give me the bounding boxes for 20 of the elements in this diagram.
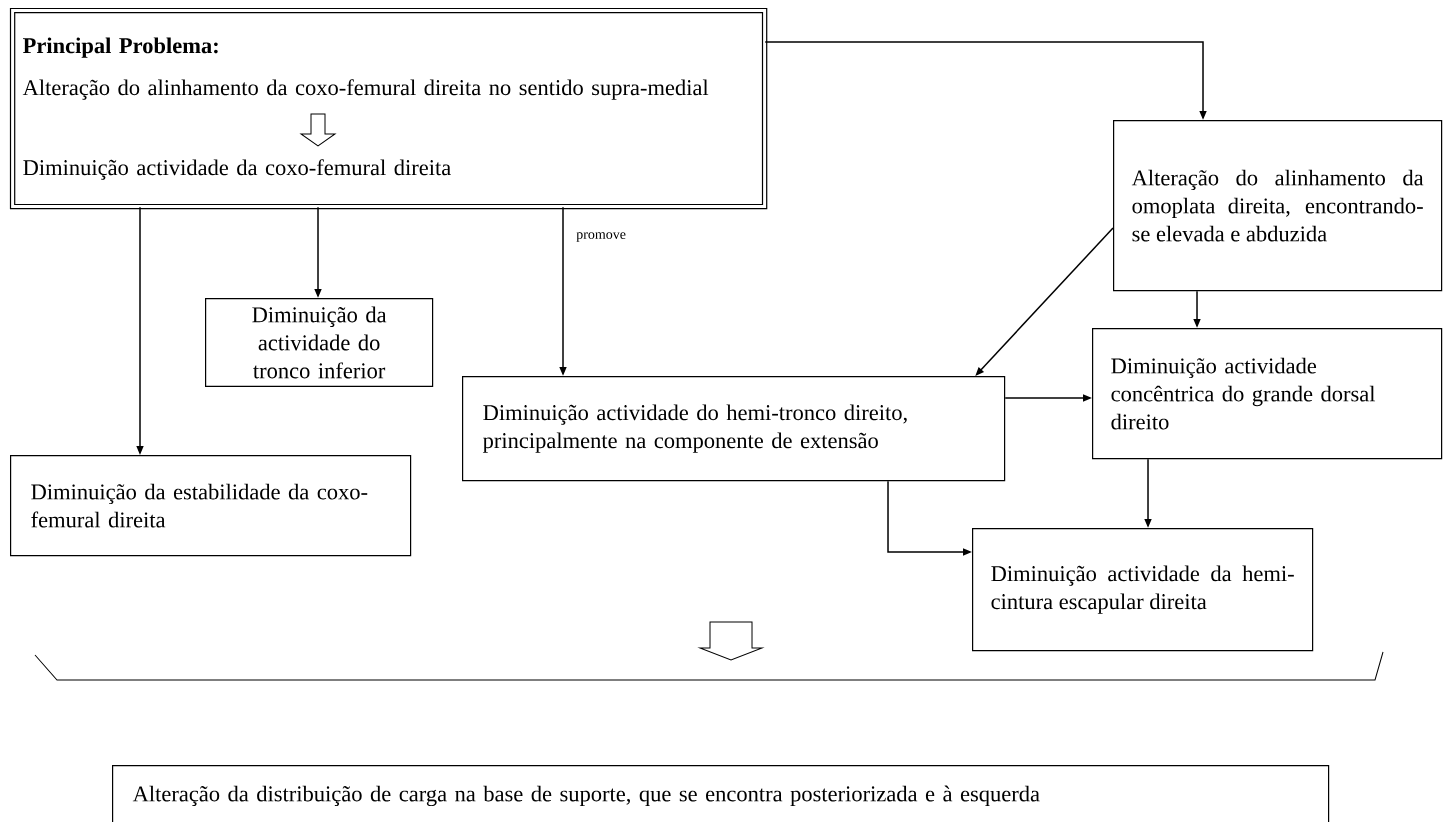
process-box [972, 528, 1314, 652]
box-text: Alteração do alinhamento da omoplata direita, encontrando-se elevada e abduzida [1131, 169, 1424, 242]
problem-box [9, 7, 768, 210]
process-box [1113, 120, 1443, 292]
box-text: Diminuição actividade concêntrica do grande dorsal direito [1111, 357, 1376, 430]
process-box [1092, 328, 1443, 460]
box-text: Diminuição actividade da coxo-femural direita [23, 159, 451, 180]
edge-label: promove [575, 231, 627, 243]
box-text: Diminuição da estabilidade da coxo-femural direita [31, 483, 368, 528]
process-box [112, 765, 1330, 822]
arrow [975, 227, 1114, 376]
box-text: Alteração do alinhamento da coxo-femural direita no sentido supra-medial [22, 79, 709, 100]
process-box [10, 455, 412, 557]
box-text: Diminuição da actividade do tronco inferior [252, 306, 387, 379]
process-box [462, 376, 1006, 482]
process-box [205, 298, 434, 388]
box-text: Diminuição actividade do hemi-tronco direito, principalmente na componente de extensão [482, 404, 907, 453]
heading: Principal Problema: [23, 37, 218, 58]
box-text: Alteração da distribuição de carga na base de suporte, que se encontra posteriorizada e à esquerda [132, 785, 1040, 807]
box-text: Diminuição actividade da hemi-cintura escapular direita [991, 565, 1294, 614]
